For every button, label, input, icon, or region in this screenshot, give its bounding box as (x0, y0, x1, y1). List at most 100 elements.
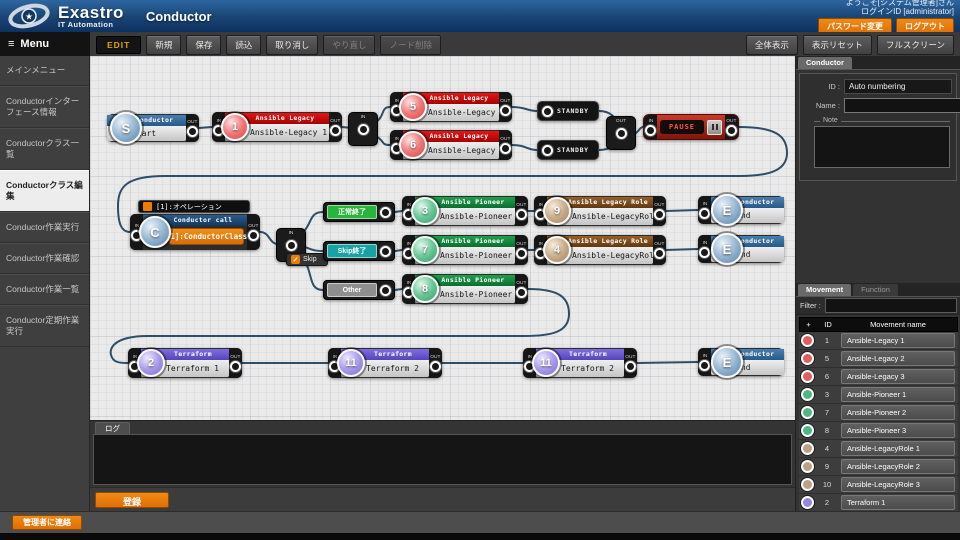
out-port[interactable]: OUT (329, 112, 342, 142)
canvas-node-out[interactable]: OUT (606, 116, 636, 150)
sidebar-item-Conductor作業一覧[interactable]: Conductor作業一覧 (0, 274, 89, 305)
sidebar-item-Conductor作業実行[interactable]: Conductor作業実行 (0, 212, 89, 243)
sidebar-item-Conductor作業確認[interactable]: Conductor作業確認 (0, 243, 89, 274)
out-port[interactable]: OUT (186, 114, 199, 142)
in-port[interactable]: IN (698, 348, 711, 376)
view-button-全体表示[interactable]: 全体表示 (745, 35, 798, 55)
canvas-node-skip[interactable]: ✓Skip (286, 253, 328, 266)
sidebar-item-メインメニュー[interactable]: メインメニュー (0, 56, 89, 86)
out-port[interactable]: OUT (624, 348, 637, 378)
movement-row-Ansible-Pioneer 2[interactable]: 7Ansible-Pioneer 2 (799, 404, 958, 422)
movement-color-dot (801, 370, 814, 383)
view-button-フルスクリーン[interactable]: フルスクリーン (876, 35, 954, 55)
skip-label: Skip (303, 256, 317, 263)
movement-row-Ansible-Legacy 2[interactable]: 5Ansible-Legacy 2 (799, 350, 958, 368)
canvas-node-standby[interactable]: STANDBY (537, 101, 599, 121)
canvas-node-skip-[interactable]: Skip終了 (323, 241, 395, 261)
movement-name: Ansible-Pioneer 3 (841, 423, 955, 438)
out-port[interactable]: OUT (499, 130, 512, 160)
page-title: Conductor (145, 8, 212, 24)
movement-row-Ansible-Legacy 3[interactable]: 6Ansible-Legacy 3 (799, 368, 958, 386)
tab-function[interactable]: Function (853, 284, 898, 296)
filter-input[interactable] (824, 298, 957, 313)
node-badge: 3 (411, 197, 439, 225)
toolbar-button-取り消し[interactable]: 取り消し (266, 35, 319, 55)
contact-admin-button[interactable]: 管理者に連絡 (12, 515, 82, 530)
node-badge: E (711, 194, 743, 226)
logo-primary: Exastro (58, 2, 124, 22)
toolbar-button-新規[interactable]: 新規 (146, 35, 182, 55)
movement-row-Ansible-Legacy 1[interactable]: 1Ansible-Legacy 1 (799, 332, 958, 350)
sidebar-item-Conductorクラス一覧[interactable]: Conductorクラス一覧 (0, 128, 89, 170)
out-port[interactable]: OUT (515, 274, 528, 304)
movement-dot-cell (799, 496, 816, 509)
sidebar-item-Conductorクラス編集[interactable]: Conductorクラス編集 (0, 170, 89, 212)
movement-id: 9 (824, 462, 830, 471)
canvas-node-standby[interactable]: STANDBY (537, 140, 599, 160)
skip-checkbox[interactable]: ✓ (291, 255, 300, 264)
sidebar-item-Conductorインターフェース情報[interactable]: Conductorインターフェース情報 (0, 86, 89, 128)
note-field[interactable] (814, 126, 950, 168)
out-port[interactable]: OUT (229, 348, 242, 378)
movement-name: Ansible-Legacy 1 (841, 333, 955, 348)
operation-badge (143, 202, 152, 211)
out-port[interactable]: OUT (515, 235, 528, 265)
canvas-node--[interactable]: 正常終了 (323, 202, 395, 222)
node-badge: 2 (137, 349, 165, 377)
log-tab[interactable]: ログ (95, 422, 130, 435)
resume-button[interactable] (707, 119, 722, 135)
movement-row-Ansible-Pioneer 3[interactable]: 8Ansible-Pioneer 3 (799, 422, 958, 440)
out-port[interactable]: OUT (247, 214, 260, 250)
out-port[interactable]: OUT (429, 348, 442, 378)
in-port[interactable]: IN (698, 235, 711, 263)
movement-row-Terraform 1[interactable]: 2Terraform 1 (799, 494, 958, 512)
out-port[interactable]: OUT (725, 115, 738, 139)
movement-row-Ansible-LegacyRole 2[interactable]: 9Ansible-LegacyRole 2 (799, 458, 958, 476)
toolbar-button-読込[interactable]: 読込 (226, 35, 262, 55)
toolbar-button-保存[interactable]: 保存 (186, 35, 222, 55)
out-port[interactable]: OUT (515, 196, 528, 226)
canvas-node-other[interactable]: Other (323, 280, 395, 300)
view-button-表示リセット[interactable]: 表示リセット (802, 35, 872, 55)
in-port[interactable]: IN (534, 235, 547, 265)
in-port[interactable]: IN (698, 196, 711, 224)
register-button[interactable]: 登録 (95, 492, 169, 508)
in-port[interactable]: IN (644, 115, 657, 139)
tab-movement[interactable]: Movement (798, 284, 852, 296)
tab-conductor[interactable]: Conductor (798, 57, 852, 69)
sidebar-item-Conductor定期作業実行[interactable]: Conductor定期作業実行 (0, 305, 89, 347)
out-port[interactable]: OUT (499, 92, 512, 122)
out-port-label: OUT (654, 241, 665, 246)
node-body-label: Ansible-Pioneer 3 (415, 286, 515, 303)
movement-row-Ansible-LegacyRole 1[interactable]: 4Ansible-LegacyRole 1 (799, 440, 958, 458)
out-port-circle (516, 208, 527, 220)
canvas-node-in[interactable]: IN (348, 112, 378, 146)
movement-row-Ansible-Pioneer 1[interactable]: 3Ansible-Pioneer 1 (799, 386, 958, 404)
menu-toggle[interactable]: ≡ Menu (0, 32, 90, 56)
out-port[interactable]: OUT (653, 235, 666, 265)
out-port[interactable]: OUT (653, 196, 666, 226)
in-port-label: IN (702, 353, 707, 358)
canvas-node--1-[interactable]: [1]:オペレーション (138, 200, 250, 213)
movement-row-Ansible-LegacyRole 3[interactable]: 10Ansible-LegacyRole 3 (799, 476, 958, 494)
name-field[interactable] (844, 98, 960, 113)
conductor-class-button[interactable]: [1]:ConductorClass (166, 228, 247, 245)
